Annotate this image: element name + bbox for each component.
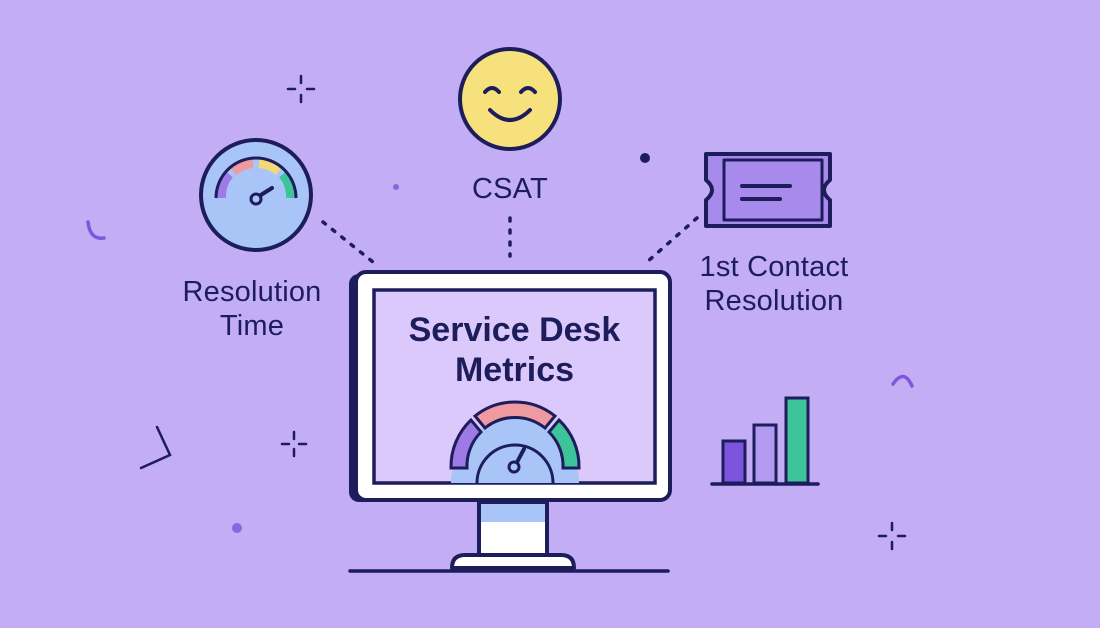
arc-decoration — [891, 374, 914, 388]
monitor-title: Service Desk Metrics — [374, 310, 655, 390]
gauge-icon — [449, 400, 581, 484]
connector-resolution-time — [321, 220, 375, 264]
dot — [393, 184, 399, 190]
label-resolution-time-line2: Time — [219, 310, 285, 342]
connectors — [321, 216, 699, 264]
arc-decoration — [86, 220, 106, 240]
decorations — [139, 74, 907, 551]
bar — [752, 423, 778, 485]
smiley-face-icon — [458, 47, 562, 151]
sparkle-icon — [877, 521, 907, 551]
ticket-icon — [704, 152, 832, 228]
monitor-title-line1: Service Desk — [408, 311, 621, 349]
monitor-base — [450, 553, 576, 570]
speedometer-icon — [199, 138, 313, 252]
monitor-title-line2: Metrics — [454, 351, 575, 389]
label-first-contact-line2: Resolution — [704, 285, 844, 317]
sparkle-icon — [286, 74, 316, 104]
bar — [784, 396, 810, 485]
label-first-contact-resolution: 1st Contact Resolution — [684, 250, 864, 318]
label-resolution-time: Resolution Time — [162, 275, 342, 343]
sparkle-icon — [280, 430, 308, 458]
dot — [232, 523, 242, 533]
dot — [640, 153, 650, 163]
bar-chart-icon — [710, 396, 820, 486]
bar — [721, 439, 747, 485]
label-resolution-time-line1: Resolution — [182, 276, 322, 308]
chevron-squiggle-icon — [139, 425, 172, 470]
label-first-contact-line1: 1st Contact — [699, 251, 849, 283]
label-csat: CSAT — [472, 173, 548, 205]
monitor — [348, 270, 672, 573]
connector-first-contact — [645, 216, 699, 264]
